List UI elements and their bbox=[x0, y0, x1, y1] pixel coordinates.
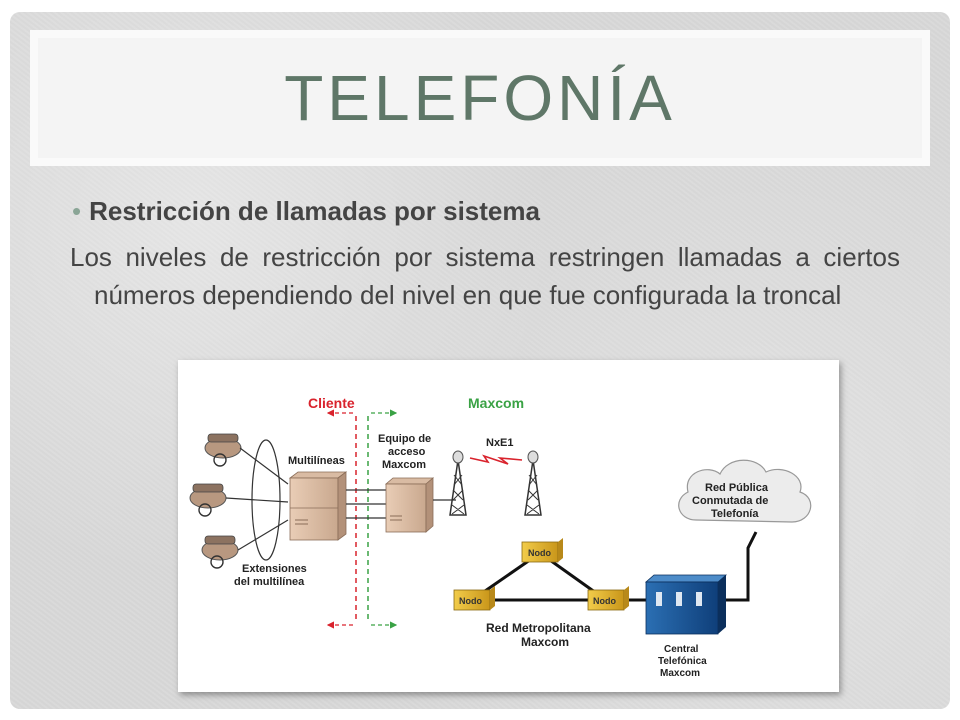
radio-tower-icon bbox=[449, 450, 467, 516]
network-diagram: Cliente Maxcom Multilíneas bbox=[178, 360, 839, 692]
extensions-bundle bbox=[251, 439, 281, 561]
phone-line bbox=[225, 497, 289, 503]
phone-line bbox=[239, 447, 289, 485]
red-metro-label-1: Red Metropolitana bbox=[486, 621, 591, 635]
nodo-top-device: Nodo bbox=[521, 538, 563, 563]
body-paragraph: Los niveles de restricción por sistema r… bbox=[70, 238, 900, 314]
equipo-label-2: acceso bbox=[388, 446, 426, 458]
equipo-label-1: Equipo de bbox=[378, 433, 431, 445]
red-metro-label-2: Maxcom bbox=[521, 635, 569, 649]
slide-title: TELEFONÍA bbox=[284, 62, 676, 134]
body-text: Los niveles de restricción por sistema r… bbox=[70, 242, 900, 310]
equipo-label-3: Maxcom bbox=[382, 459, 426, 471]
nodo-left-device: Nodo bbox=[453, 586, 495, 611]
red-publica-label-3: Telefonía bbox=[711, 508, 759, 520]
bullet-text: Restricción de llamadas por sistema bbox=[89, 196, 540, 226]
phone-icon bbox=[189, 483, 227, 517]
radio-tower-icon bbox=[524, 450, 542, 516]
network-diagram-svg: Cliente Maxcom Multilíneas bbox=[189, 395, 812, 679]
central-label-2: Telefónica bbox=[658, 656, 707, 667]
multilineas-device bbox=[288, 471, 348, 541]
central-label-3: Maxcom bbox=[660, 668, 700, 679]
cliente-label: Cliente bbox=[308, 395, 355, 411]
nodo-top-label: Nodo bbox=[528, 548, 551, 558]
bullet-heading: •Restricción de llamadas por sistema bbox=[72, 196, 540, 227]
extensiones-label-2: del multilínea bbox=[234, 576, 305, 588]
nxe1-label: NxE1 bbox=[486, 437, 514, 449]
phone-icon bbox=[201, 535, 239, 569]
phone-icon bbox=[204, 433, 242, 467]
title-box: TELEFONÍA bbox=[30, 30, 930, 166]
nodo-left-label: Nodo bbox=[459, 596, 482, 606]
central-label-1: Central bbox=[664, 644, 699, 655]
red-publica-label-1: Red Pública bbox=[705, 482, 769, 494]
central-to-cloud-link bbox=[726, 531, 758, 602]
bullet-dot-icon: • bbox=[72, 196, 82, 226]
red-publica-label-2: Conmutada de bbox=[692, 495, 768, 507]
maxcom-label: Maxcom bbox=[468, 395, 524, 411]
phone-line bbox=[237, 519, 289, 551]
central-telefonica-device bbox=[644, 574, 728, 635]
wireless-link-icon bbox=[469, 454, 523, 465]
nodo-right-device: Nodo bbox=[587, 586, 629, 611]
multilineas-label: Multilíneas bbox=[288, 455, 345, 467]
extensiones-label-1: Extensiones bbox=[242, 563, 307, 575]
cloud-icon bbox=[678, 459, 812, 523]
equipo-acceso-device bbox=[384, 477, 435, 533]
nodo-right-label: Nodo bbox=[593, 596, 616, 606]
